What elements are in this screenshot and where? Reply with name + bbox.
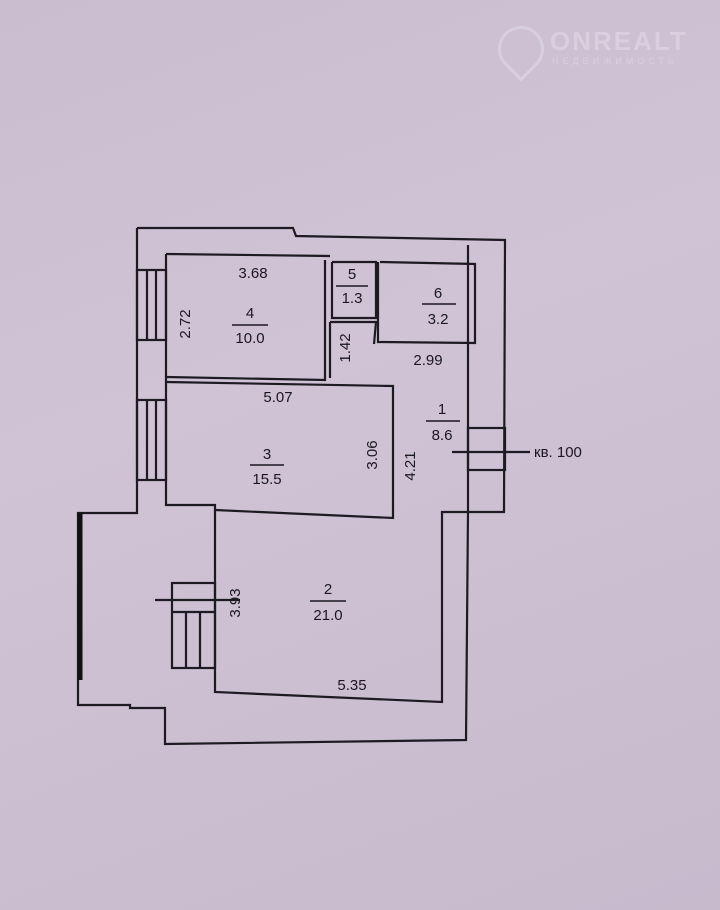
- svg-text:3: 3: [263, 446, 271, 463]
- wall: [165, 252, 331, 258]
- room-5-walls: [330, 260, 378, 320]
- dim-room3-height: 3.06: [364, 440, 381, 469]
- apartment-number-label: кв. 100: [534, 444, 582, 461]
- svg-text:15.5: 15.5: [252, 471, 281, 488]
- dim-room2-width: 5.35: [337, 677, 366, 694]
- svg-text:1: 1: [438, 401, 446, 418]
- room-1-label: 1 8.6: [426, 401, 460, 444]
- window-left-2: [135, 398, 168, 482]
- inner-wall: [164, 245, 470, 704]
- room-2-label: 2 21.0: [310, 581, 346, 624]
- svg-text:4: 4: [246, 305, 254, 322]
- svg-text:5: 5: [348, 266, 356, 283]
- balcony-door: [170, 581, 217, 670]
- dim-corridor-width: 2.99: [413, 352, 442, 369]
- watermark-subtitle: НЕДВИЖИМОСТЬ: [552, 56, 678, 66]
- room-3-walls: [165, 380, 395, 520]
- window-left-1: [135, 268, 168, 342]
- dim-room3-width: 5.07: [263, 389, 292, 406]
- dim-room2-height: 3.93: [227, 588, 244, 617]
- dim-room4-width: 3.68: [238, 265, 267, 282]
- dim-room4-height: 2.72: [177, 309, 194, 338]
- room-4-label: 4 10.0: [232, 305, 268, 347]
- entrance-door: [466, 426, 507, 472]
- svg-text:21.0: 21.0: [313, 607, 342, 624]
- dim-corridor-height: 4.21: [402, 451, 419, 480]
- watermark-brand: ONREALT: [550, 26, 688, 56]
- room-6-label: 6 3.2: [422, 285, 456, 328]
- svg-text:8.6: 8.6: [432, 427, 453, 444]
- room-4-walls: [165, 260, 327, 382]
- svg-text:2: 2: [324, 581, 332, 598]
- svg-text:1.3: 1.3: [342, 290, 363, 307]
- room-5-label: 5 1.3: [336, 266, 368, 307]
- svg-text:6: 6: [434, 285, 442, 302]
- room-6-walls: [376, 260, 477, 345]
- svg-text:3.2: 3.2: [428, 311, 449, 328]
- corridor-wall: [330, 320, 378, 345]
- svg-text:10.0: 10.0: [235, 330, 264, 347]
- dim-corridor-small: 1.42: [337, 333, 354, 362]
- room-3-label: 3 15.5: [250, 446, 284, 488]
